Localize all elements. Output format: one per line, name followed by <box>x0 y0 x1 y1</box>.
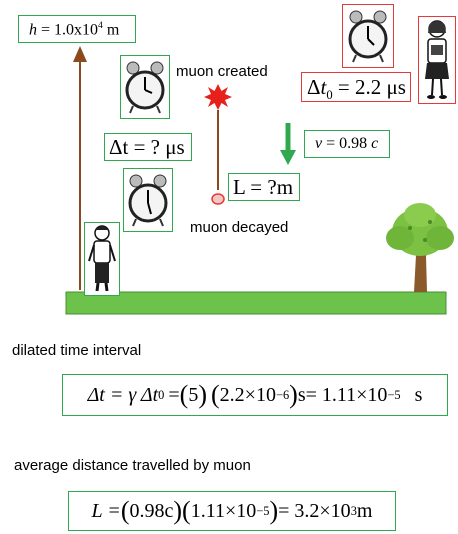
muon-decayed-label: muon decayed <box>190 219 289 236</box>
clock-box-muon-frame <box>342 4 394 68</box>
height-label-box: h = 1.0x104 m <box>18 15 136 43</box>
proper-time-box: Δt0 = 2.2 μs <box>301 72 411 102</box>
velocity-label: v = 0.98 c <box>315 135 379 152</box>
dilated-time-unknown: Δt = ? μs <box>109 135 185 159</box>
clock-box-middle <box>123 168 173 232</box>
person-box-muon-frame <box>418 16 456 104</box>
alarm-clock-icon <box>128 174 168 227</box>
velocity-box: v = 0.98 c <box>304 130 390 158</box>
person-box-earth-frame <box>84 222 120 296</box>
muon-created-label: muon created <box>176 63 268 80</box>
distance-caption: average distance travelled by muon <box>14 457 251 474</box>
dilated-time-caption: dilated time interval <box>12 342 142 359</box>
alarm-clock-icon <box>348 10 388 63</box>
length-unknown-box: L = ?m <box>228 173 300 201</box>
clock-box-top <box>120 55 170 119</box>
proper-time-label: Δt0 = 2.2 μs <box>307 75 406 103</box>
alarm-clock-icon <box>125 61 165 114</box>
length-unknown: L = ?m <box>233 175 294 199</box>
tree-icon <box>386 203 454 292</box>
dilated-time-unknown-box: Δt = ? μs <box>104 133 192 161</box>
ground <box>65 291 447 315</box>
velocity-arrow-head <box>280 150 296 165</box>
height-arrow-head <box>73 46 87 62</box>
woman-figure-icon <box>425 20 449 99</box>
muon-decay-point <box>211 193 225 205</box>
muon-creation-star <box>204 84 232 110</box>
man-figure-icon <box>88 225 116 292</box>
height-label: h = 1.0x104 m <box>29 20 120 39</box>
